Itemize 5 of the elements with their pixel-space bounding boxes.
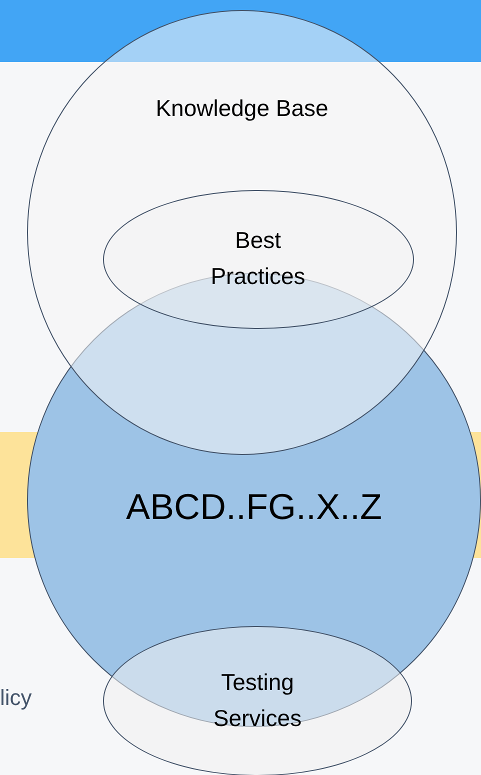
cut-off-text: licy: [0, 685, 32, 711]
venn-label: Testing Services: [212, 668, 303, 733]
venn-label: Best Practices: [210, 226, 306, 291]
venn-label: Knowledge Base: [156, 94, 328, 123]
venn-label: ABCD..FG..X..Z: [126, 485, 382, 530]
